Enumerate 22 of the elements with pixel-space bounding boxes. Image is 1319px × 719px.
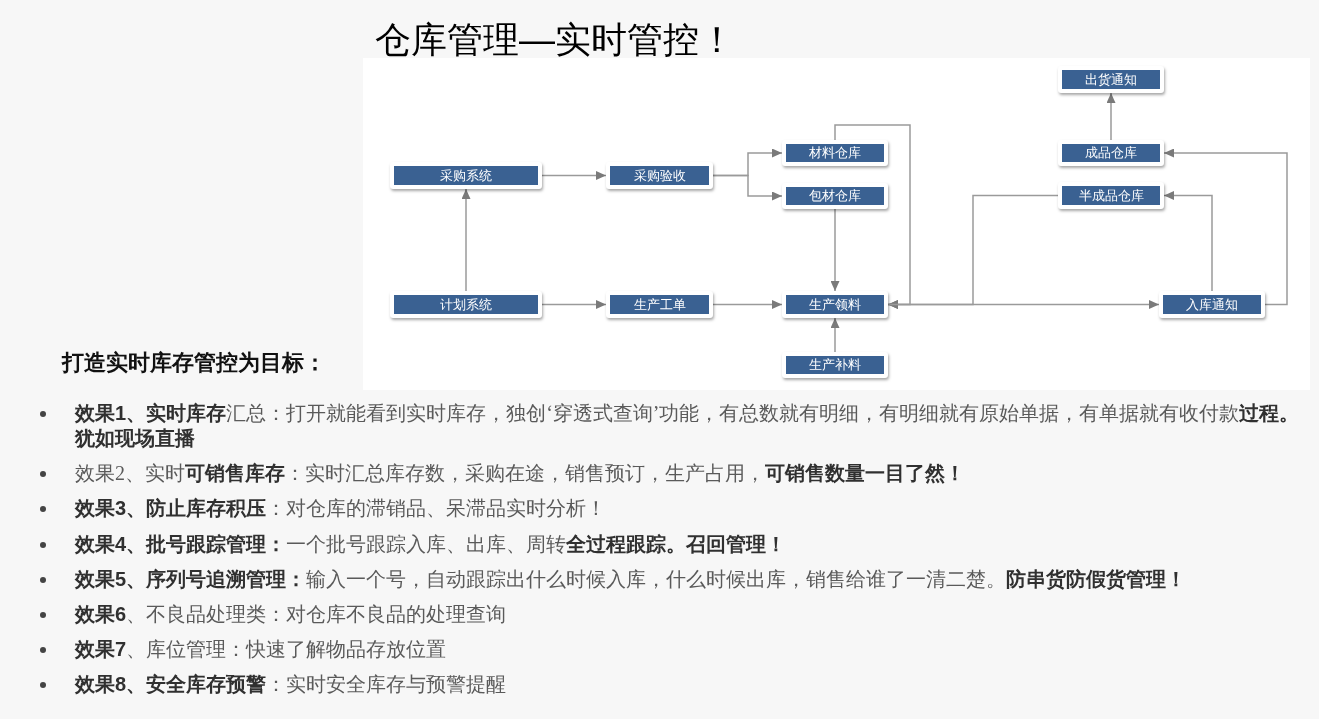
heading-text: 打造实时库存管控为目标： [62, 349, 326, 377]
arrow [461, 188, 471, 292]
arrow [712, 174, 783, 201]
bullet-text: 效果3、防止库存积压：对仓库的滞销品、呆滞品实时分析！ [75, 496, 608, 521]
bullet-text: 效果7、库位管理：快速了解物品存放位置 [75, 637, 448, 662]
title: 仓库管理—实时管控！ [375, 19, 735, 61]
bullet-text: 效果6、不良品处理类：对仓库不良品的处理查询 [75, 602, 508, 627]
bullet-text: 效果2、实时可销售库存：实时汇总库存数，采购在途，销售预订，生产占用，可销售数量一目了然！ [75, 461, 966, 486]
arrow [887, 300, 1160, 309]
arrow [1163, 191, 1213, 292]
bullet-text: 效果8、安全库存预警：实时安全库存与预警提醒 [75, 672, 508, 697]
bullet-text: 效果5、序列号追溯管理：输入一个号，自动跟踪出什么时候入库，什么时候出库，销售给谁了一清二楚。防串货防假货管理！ [75, 567, 1188, 592]
arrow [830, 208, 840, 292]
arrow [830, 317, 840, 353]
arrow [541, 300, 607, 309]
arrow [712, 300, 783, 309]
arrow [541, 171, 607, 180]
arrow [887, 194, 1059, 309]
arrow [1163, 148, 1288, 306]
arrow [1106, 92, 1116, 141]
bullet-text: 效果1、实时库存汇总：打开就能看到实时库存，独创‘穿透式查询’功能，有总数就有明细，有明细就有原始单据，有单据就有收付款过程。犹如现场直播 [75, 401, 1301, 451]
bullet-text: 效果4、批号跟踪管理：一个批号跟踪入库、出库、周转全过程跟踪。召回管理！ [75, 532, 788, 557]
